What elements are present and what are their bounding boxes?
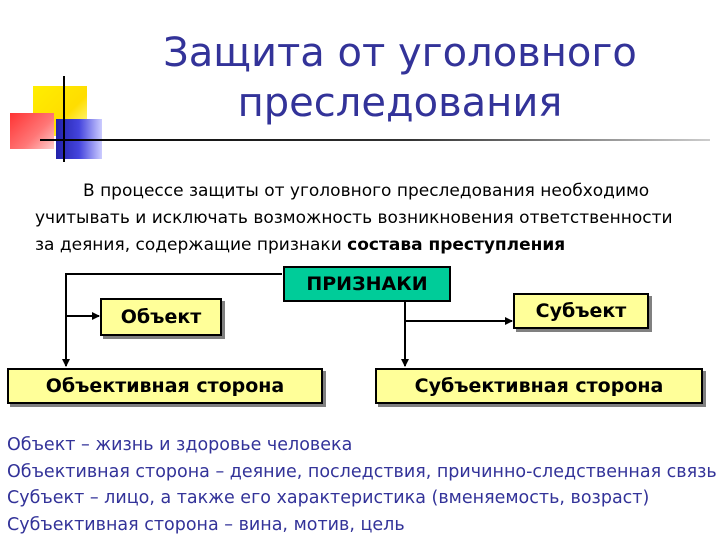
- node-objective-side: Объективная сторона: [7, 368, 323, 404]
- node-subjective-side: Субъективная сторона: [375, 368, 703, 404]
- node-object: Объект: [100, 298, 222, 336]
- node-subject-label: Субъект: [536, 300, 627, 322]
- node-subjective-side-label: Субъективная сторона: [415, 375, 664, 397]
- node-object-label: Объект: [121, 306, 202, 328]
- node-subject: Субъект: [513, 293, 649, 329]
- definition-item: Субъект – лицо, а также его характеристи…: [7, 485, 720, 512]
- definitions-list: Объект – жизнь и здоровье человека Объек…: [7, 432, 720, 538]
- center-node-priznaki: ПРИЗНАКИ: [283, 266, 451, 302]
- node-objective-side-label: Объективная сторона: [46, 375, 285, 397]
- definition-item: Субъективная сторона – вина, мотив, цель: [7, 512, 720, 539]
- center-node-label: ПРИЗНАКИ: [306, 273, 427, 295]
- definition-item: Объект – жизнь и здоровье человека: [7, 432, 720, 459]
- definition-item: Объективная сторона – деяние, последстви…: [7, 459, 720, 486]
